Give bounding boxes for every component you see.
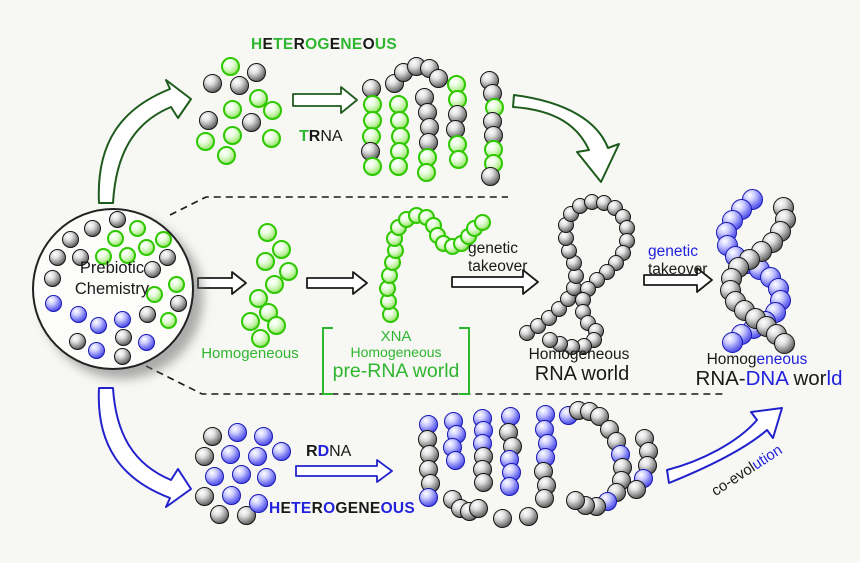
- colored-letter: T: [273, 36, 283, 53]
- colored-letter: S: [386, 36, 398, 53]
- colored-letter: U: [392, 500, 405, 517]
- arrow-circle-to-homogeneous: [197, 271, 247, 295]
- colored-letter: RNA-: [695, 367, 746, 390]
- colored-letter: R: [308, 128, 321, 145]
- label-xna: XNA: [380, 328, 412, 345]
- colored-letter: Homog: [706, 351, 757, 368]
- label-pre-rna-world: pre-RNA world: [332, 360, 460, 382]
- label-genetic-takeover-1: genetic takeover: [468, 240, 527, 276]
- co-evolution-arrow: [666, 407, 783, 484]
- colored-letter: NA: [320, 128, 343, 145]
- arrow-homogeneous-to-xna: [306, 271, 368, 295]
- arrow-top-polymerization: [292, 86, 358, 114]
- colored-letter: E: [282, 36, 294, 53]
- colored-letter: O: [305, 36, 318, 53]
- colored-letter: E: [300, 500, 312, 517]
- left-bracket: [322, 327, 333, 395]
- colored-letter: E: [262, 36, 274, 53]
- label-homogeneous-rna-dna: Homogeneous: [702, 351, 812, 369]
- colored-letter: N: [358, 500, 370, 517]
- colored-letter: O: [323, 500, 336, 517]
- dashed-boundary-bottom: [145, 365, 723, 395]
- genetic-takeover-2-line2: takeover: [648, 260, 708, 278]
- label-homogeneous-xna: Homogeneous: [350, 344, 442, 360]
- arrow-genetic-takeover-2: [643, 267, 713, 293]
- colored-letter: E: [329, 36, 341, 53]
- colored-letter: R: [311, 500, 324, 517]
- colored-letter: E: [347, 500, 359, 517]
- colored-letter: wor: [787, 367, 827, 390]
- genetic-takeover-1-line1: genetic: [468, 240, 518, 257]
- colored-letter: D: [317, 443, 330, 460]
- curved-arrow-to-top-path: [97, 79, 192, 204]
- colored-letter: T: [291, 500, 301, 517]
- genetic-takeover-1-line2: takeover: [468, 257, 528, 275]
- colored-letter: U: [374, 36, 387, 53]
- label-trna: TRNA: [299, 128, 343, 146]
- label-rdna: RDNA: [306, 443, 351, 461]
- colored-letter: O: [380, 500, 393, 517]
- label-homogeneous-monomers: Homogeneous: [201, 345, 299, 362]
- label-homogeneous-rna: Homogeneous: [528, 346, 630, 363]
- colored-letter: H: [251, 36, 263, 53]
- colored-letter: T: [299, 128, 309, 145]
- right-bracket: [459, 327, 470, 395]
- label-genetic-takeover-2: genetic takeover: [648, 243, 707, 279]
- arrow-genetic-takeover-1: [451, 269, 539, 295]
- colored-letter: N: [340, 36, 352, 53]
- curved-arrow-top-to-rna-world: [512, 94, 620, 183]
- dashed-boundary-top: [169, 196, 508, 216]
- arrow-bottom-polymerization: [295, 459, 393, 483]
- label-heterogeneous-bottom: HETEROGENEOUS: [269, 500, 415, 518]
- curved-arrow-to-bottom-path: [97, 387, 192, 508]
- colored-letter: G: [317, 36, 330, 53]
- colored-letter: H: [269, 500, 281, 517]
- colored-letter: R: [306, 443, 318, 460]
- colored-letter: ld: [826, 367, 843, 390]
- colored-letter: G: [335, 500, 348, 517]
- colored-letter: O: [362, 36, 375, 53]
- label-heterogeneous-top: HETEROGENEOUS: [251, 36, 397, 54]
- label-rna-dna-world: RNA-DNA world: [686, 367, 852, 391]
- colored-letter: S: [404, 500, 416, 517]
- label-rna-world: RNA world: [534, 363, 630, 385]
- colored-letter: eneous: [756, 351, 808, 368]
- colored-letter: E: [280, 500, 292, 517]
- colored-letter: NA: [329, 443, 352, 460]
- colored-letter: E: [351, 36, 363, 53]
- colored-letter: R: [293, 36, 306, 53]
- colored-letter: DNA: [745, 367, 788, 390]
- label-prebiotic-chemistry: Prebiotic Chemistry: [74, 259, 150, 299]
- colored-letter: E: [369, 500, 381, 517]
- genetic-takeover-2-line1: genetic: [648, 243, 698, 260]
